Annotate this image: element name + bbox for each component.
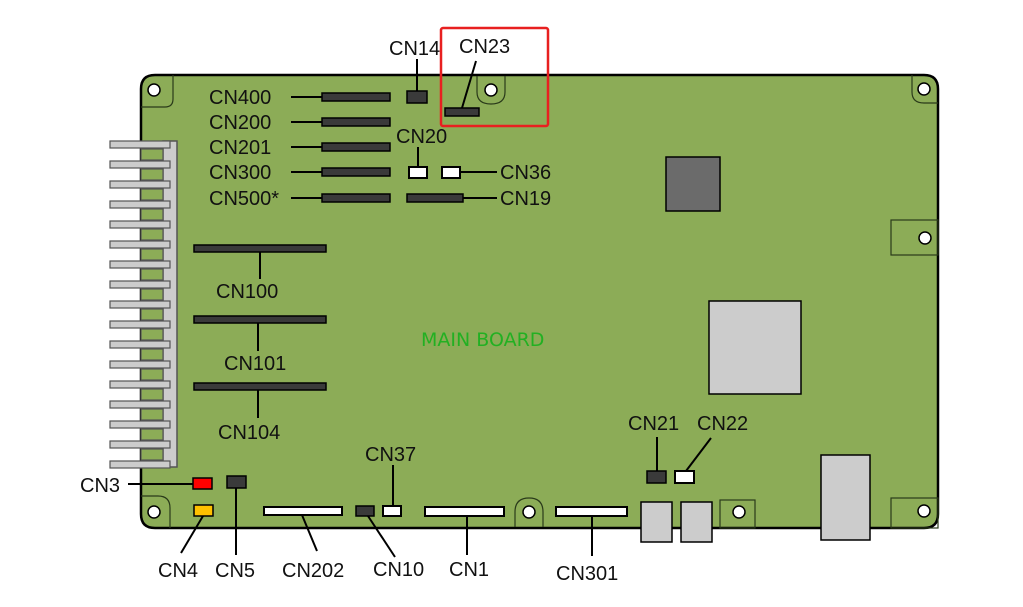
mounting-hole-bottom-right-1 [719, 499, 756, 529]
cn100-label: CN100 [216, 281, 278, 303]
cn101-label: CN101 [224, 353, 286, 375]
connector-cn400[interactable]: CN400 [209, 87, 391, 109]
mounting-hole-bottom-right-2 [890, 497, 939, 529]
heat-sink-slot [140, 308, 164, 321]
heat-sink-slot [140, 388, 164, 401]
heat-sink-fin [109, 380, 171, 389]
cn4-label: CN4 [158, 560, 198, 582]
cn21-label: CN21 [628, 413, 679, 435]
connector-cn14[interactable]: CN14 [389, 38, 440, 104]
cn14-label: CN14 [389, 38, 440, 60]
heat-sink-fin [109, 420, 171, 429]
heat-sink-fin [109, 440, 171, 449]
heat-sink-fin [109, 340, 171, 349]
heat-sink-fin [109, 180, 171, 189]
cn23-highlight-box [439, 26, 550, 128]
connector-cn104[interactable]: CN104 [193, 382, 327, 444]
heat-sink-fin [109, 360, 171, 369]
cn37-label: CN37 [365, 444, 416, 466]
heat-sink-fin [109, 240, 171, 249]
mounting-hole-bottom-left [141, 495, 171, 528]
heat-sink-fin [109, 300, 171, 309]
port-3 [820, 454, 871, 541]
heat-sink-fin [109, 260, 171, 269]
cn36-label: CN36 [500, 162, 551, 184]
connector-cn202[interactable]: CN202 [263, 506, 344, 582]
heat-sink-slot [140, 348, 164, 361]
heat-sink-slot [140, 328, 164, 341]
connector-cn1[interactable]: CN1 [424, 506, 505, 581]
connector-cn300[interactable]: CN300 [209, 162, 391, 184]
heat-sink-slot [140, 448, 164, 461]
board-title: MAIN BOARD [421, 329, 544, 351]
cn200-label: CN200 [209, 112, 271, 134]
connector-cn36[interactable]: CN36 [441, 162, 551, 184]
cn201-label: CN201 [209, 137, 271, 159]
connector-cn4[interactable]: CN4 [158, 504, 214, 582]
cn1-label: CN1 [449, 559, 489, 581]
heat-sink-fin [109, 160, 171, 169]
connector-cn500[interactable]: CN500* [209, 188, 391, 210]
connector-cn10[interactable]: CN10 [355, 505, 424, 581]
cn400-label: CN400 [209, 87, 271, 109]
cn5-label: CN5 [215, 560, 255, 582]
cn23-label: CN23 [459, 36, 510, 58]
connector-cn101[interactable]: CN101 [193, 315, 327, 375]
cn104-label: CN104 [218, 422, 280, 444]
heat-sink-slot [140, 288, 164, 301]
cn3-label: CN3 [80, 475, 120, 497]
mounting-hole-top-right [911, 75, 938, 104]
mounting-hole-top-left [141, 75, 174, 108]
heat-sink-fin [109, 280, 171, 289]
port-2 [680, 501, 713, 543]
heat-sink-slot [140, 188, 164, 201]
heat-sink-slot [140, 248, 164, 261]
heat-sink-slot [140, 408, 164, 421]
heat-sink-fin [109, 140, 171, 149]
connector-cn100[interactable]: CN100 [193, 244, 327, 303]
connector-cn20[interactable]: CN20 [396, 126, 447, 179]
cn3-body [192, 477, 213, 490]
mounting-hole-bottom-center [514, 497, 544, 527]
cn300-label: CN300 [209, 162, 271, 184]
connector-cn5[interactable]: CN5 [215, 475, 255, 582]
heat-sink-slot [140, 268, 164, 281]
connector-cn301[interactable]: CN301 [555, 506, 628, 585]
heat-sink-slot [140, 368, 164, 381]
cn202-label: CN202 [282, 560, 344, 582]
heat-sink-slot [140, 148, 164, 161]
connector-cn19[interactable]: CN19 [406, 188, 551, 210]
cn19-label: CN19 [500, 188, 551, 210]
heat-sink-slot [140, 168, 164, 181]
chip-large [708, 300, 802, 395]
heat-sink-fin [109, 220, 171, 229]
port-1 [640, 501, 673, 543]
heat-sink-fin [109, 400, 171, 409]
heat-sink-fin [109, 320, 171, 329]
cn20-label: CN20 [396, 126, 447, 148]
cn301-label: CN301 [556, 563, 618, 585]
connector-cn21[interactable]: CN21 [628, 413, 679, 484]
mounting-hole-top-center [476, 76, 506, 105]
heat-sink-fin [109, 200, 171, 209]
cn10-label: CN10 [373, 559, 424, 581]
heat-sink-slot [140, 208, 164, 221]
cn500-label: CN500* [209, 188, 279, 210]
chip-dark [665, 156, 721, 212]
connector-cn3[interactable]: CN3 [80, 475, 213, 497]
cn4-body [193, 504, 214, 517]
connector-cn22[interactable]: CN22 [674, 413, 748, 484]
connector-cn23[interactable]: CN23 [444, 36, 510, 117]
heat-sink-slot [140, 428, 164, 441]
cn22-label: CN22 [697, 413, 748, 435]
connector-cn201[interactable]: CN201 [209, 137, 391, 159]
connector-cn37[interactable]: CN37 [365, 444, 416, 517]
heat-sink-slot [140, 228, 164, 241]
mounting-hole-right [890, 219, 939, 256]
connector-cn200[interactable]: CN200 [209, 112, 391, 134]
heat-sink-fin [109, 460, 171, 469]
